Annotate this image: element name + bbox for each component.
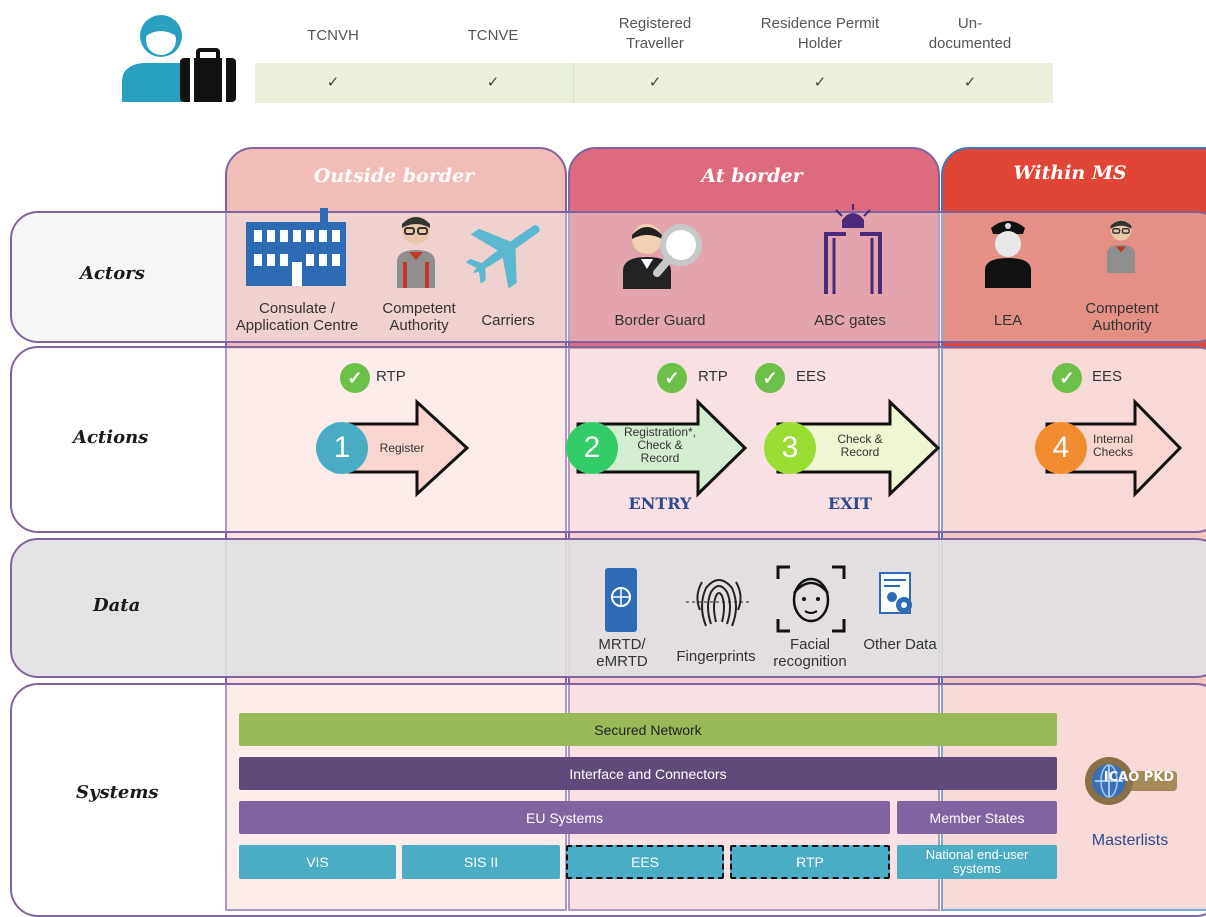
competent-authority-within-icon xyxy=(1104,214,1138,281)
actor-border-guard: Border Guard xyxy=(614,312,706,329)
step-1-circle: 1 xyxy=(316,422,368,474)
data-other: Other Data xyxy=(863,636,937,653)
lea-police-icon xyxy=(983,214,1033,295)
actor-competent-authority-within: Competent Authority xyxy=(1085,300,1159,334)
badge-ees-at: EES xyxy=(796,368,827,385)
step-4-circle: 4 xyxy=(1035,422,1087,474)
row-label-actors: Actors xyxy=(80,263,145,284)
rtp-bar: RTP xyxy=(730,845,890,879)
entry-label: ENTRY xyxy=(628,494,692,513)
category-tcnve: TCNVE xyxy=(467,27,519,44)
abc-gate-icon xyxy=(822,202,884,301)
consulate-building-icon xyxy=(244,208,348,293)
sis-bar: SIS II xyxy=(402,845,560,879)
zone-at-title: At border xyxy=(701,165,803,187)
traveller-icon xyxy=(118,10,243,105)
category-check-undocumented: ✓ xyxy=(963,74,977,91)
category-registered-traveller: Registered Traveller xyxy=(618,15,692,52)
actor-competent-authority-outside: Competent Authority xyxy=(382,300,456,334)
category-check-residence: ✓ xyxy=(813,74,827,91)
exit-label: EXIT xyxy=(828,494,872,513)
category-band-divider xyxy=(573,63,574,103)
national-systems-bar: National end-user systems xyxy=(897,845,1057,879)
airplane-icon xyxy=(464,213,548,292)
passport-icon xyxy=(604,567,638,638)
data-mrtd: MRTD/ eMRTD xyxy=(596,636,648,670)
masterlists-label: Masterlists xyxy=(1091,832,1169,849)
member-states-bar: Member States xyxy=(897,801,1057,834)
eu-systems-bar: EU Systems xyxy=(239,801,890,834)
category-residence-permit: Residence Permit Holder xyxy=(760,15,880,52)
category-check-band xyxy=(255,63,1053,103)
step-4-label: Internal Checks xyxy=(1092,432,1134,459)
badge-ees-within: EES xyxy=(1092,368,1123,385)
actor-lea: LEA xyxy=(993,312,1023,329)
ees-check-within-icon: ✓ xyxy=(1052,363,1082,393)
step-1-label: Register xyxy=(379,441,425,455)
data-facial-recognition: Facial recognition xyxy=(773,636,847,670)
secured-network-bar: Secured Network xyxy=(239,713,1057,746)
row-label-systems: Systems xyxy=(76,782,159,803)
step-2-circle: 2 xyxy=(566,422,618,474)
rtp-check-at-icon: ✓ xyxy=(657,363,687,393)
badge-rtp-outside: RTP xyxy=(376,368,406,385)
category-check-tcnve: ✓ xyxy=(486,74,500,91)
icao-pkd-logo xyxy=(1083,755,1178,812)
ees-check-at-icon: ✓ xyxy=(755,363,785,393)
actor-consulate: Consulate / Application Centre xyxy=(235,300,359,334)
competent-authority-icon xyxy=(393,210,439,295)
category-undocumented: Un-documented xyxy=(928,15,1012,52)
step-3-circle: 3 xyxy=(764,422,816,474)
interface-connectors-bar: Interface and Connectors xyxy=(239,757,1057,790)
actor-carriers: Carriers xyxy=(481,312,535,329)
facial-recognition-icon xyxy=(776,565,846,638)
border-guard-icon xyxy=(623,219,713,296)
category-check-registered: ✓ xyxy=(648,74,662,91)
actor-abc-gates: ABC gates xyxy=(814,312,886,329)
vis-bar: VIS xyxy=(239,845,396,879)
other-data-icon xyxy=(878,571,918,626)
row-label-actions: Actions xyxy=(73,427,149,448)
zone-outside-title: Outside border xyxy=(313,165,475,187)
category-tcnvh: TCNVH xyxy=(307,27,359,44)
step-2-label: Registration*, Check & Record xyxy=(623,425,697,465)
step-3-label: Check & Record xyxy=(837,432,883,459)
zone-within-title: Within MS xyxy=(1013,162,1127,184)
data-fingerprints: Fingerprints xyxy=(676,648,756,665)
category-check-tcnvh: ✓ xyxy=(326,74,340,91)
fingerprint-icon xyxy=(686,566,752,637)
icao-pkd-logo-text: ICAO PKD xyxy=(1103,770,1175,785)
rtp-check-outside-icon: ✓ xyxy=(340,363,370,393)
row-label-data: Data xyxy=(93,595,141,616)
ees-bar: EES xyxy=(566,845,724,879)
badge-rtp-at: RTP xyxy=(698,368,728,385)
